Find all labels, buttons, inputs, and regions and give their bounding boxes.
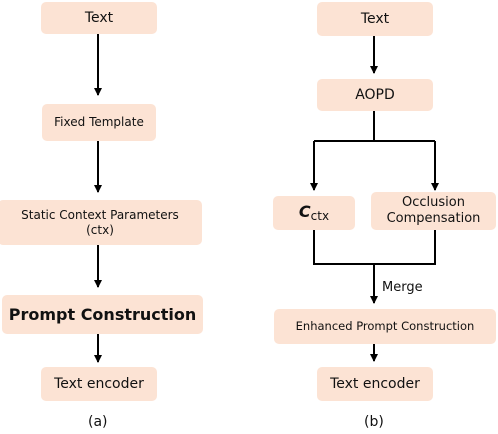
- split-connector: [314, 111, 435, 142]
- text-encoder-box-b: Text encoder: [317, 367, 433, 401]
- merge-label: Merge: [382, 280, 423, 295]
- text-input-label-b: Text: [360, 10, 390, 27]
- caption-a: (a): [88, 414, 108, 430]
- text-encoder-label-b: Text encoder: [330, 375, 420, 392]
- c-ctx-box: Cctx: [273, 196, 355, 230]
- text-input-box-b: Text: [317, 2, 433, 36]
- aopd-box: AOPD: [317, 79, 433, 111]
- prompt-construction-label: Prompt Construction: [8, 304, 197, 324]
- caption-b: (b): [364, 414, 384, 430]
- fixed-template-label: Fixed Template: [54, 115, 144, 130]
- fixed-template-box: Fixed Template: [42, 104, 156, 141]
- c-ctx-symbol: Cctx: [299, 202, 329, 223]
- occlusion-label-line2: Compensation: [386, 211, 481, 226]
- c-ctx-main: C: [298, 202, 311, 222]
- text-input-label-a: Text: [84, 9, 114, 26]
- enhanced-prompt-label: Enhanced Prompt Construction: [295, 318, 475, 333]
- text-input-box-a: Text: [41, 2, 157, 34]
- text-encoder-label-a: Text encoder: [54, 375, 144, 392]
- aopd-label: AOPD: [355, 86, 395, 103]
- text-encoder-box-a: Text encoder: [41, 367, 157, 401]
- static-context-parameters-box: Static Context Parameters (ctx): [0, 200, 202, 245]
- static-context-label-line2: (ctx): [86, 222, 114, 237]
- occlusion-compensation-box: Occlusion Compensation: [371, 192, 496, 230]
- prompt-construction-box: Prompt Construction: [2, 295, 203, 334]
- merge-connector: [313, 230, 436, 265]
- enhanced-prompt-construction-box: Enhanced Prompt Construction: [274, 309, 496, 344]
- c-ctx-subscript: ctx: [310, 209, 330, 224]
- static-context-label-line1: Static Context Parameters: [21, 208, 179, 223]
- occlusion-label-line1: Occlusion: [402, 195, 465, 211]
